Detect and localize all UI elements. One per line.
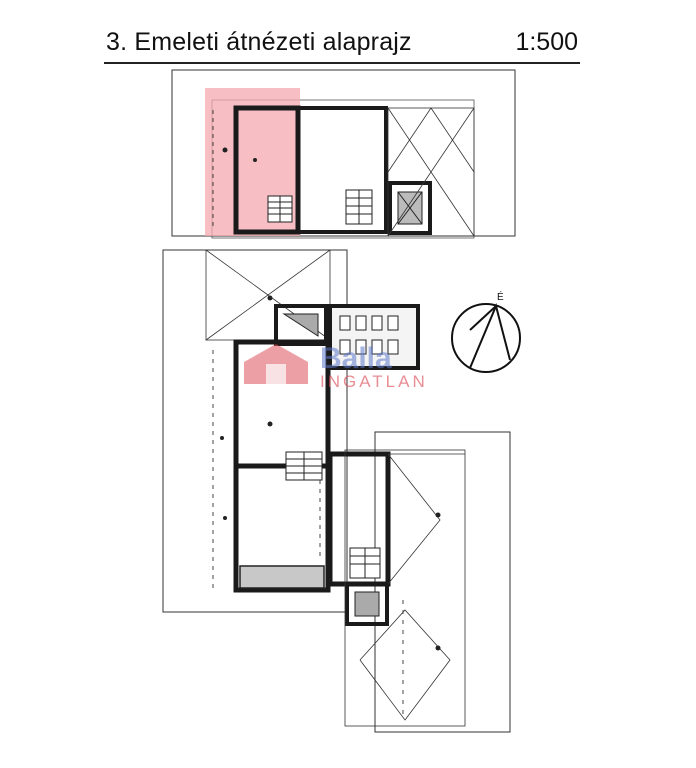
lower-block-outline — [374, 431, 511, 733]
upper-roof-right — [387, 107, 475, 237]
middle-balcony-strip — [239, 565, 325, 589]
watermark: Balla INGATLAN — [240, 340, 470, 400]
upper-block-outline — [171, 69, 516, 237]
plan-title-bar: 3. Emeleti átnézeti alaprajz 1:500 — [104, 28, 580, 64]
watermark-brand: Balla — [320, 342, 392, 375]
stair-tower-windows — [339, 315, 399, 355]
watermark-subbrand: INGATLAN — [320, 372, 428, 391]
upper-stairs-middle — [345, 189, 373, 225]
lower-core-fill — [354, 591, 380, 617]
lower-roof-hatch — [359, 453, 465, 721]
lower-stairs — [349, 547, 381, 579]
watermark-house-logo — [244, 344, 308, 384]
middle-core-top-fill — [282, 313, 319, 337]
upper-unit-middle — [296, 106, 388, 234]
upper-stair-core — [388, 181, 432, 235]
upper-core-diag-2 — [397, 191, 423, 225]
middle-stairs — [285, 451, 323, 481]
plan-scale: 1:500 — [515, 28, 578, 56]
north-arrow — [451, 302, 521, 373]
plan-title: 3. Emeleti átnézeti alaprajz — [106, 28, 412, 56]
room-markers — [220, 147, 441, 651]
north-label: É — [497, 290, 504, 303]
upper-stairs-left — [267, 195, 293, 223]
lower-core — [345, 582, 389, 626]
lower-roof — [344, 449, 466, 727]
